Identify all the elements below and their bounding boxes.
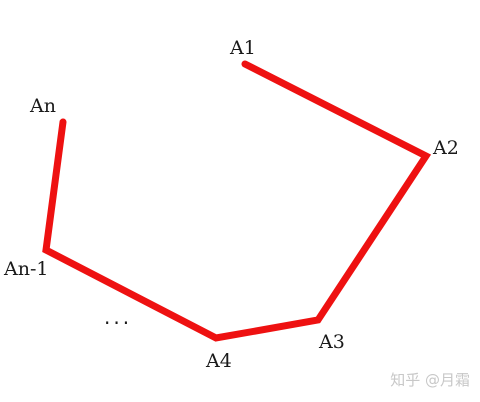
vertex-label-a3: A3 [318,331,345,353]
watermark: 知乎 @月霜 [390,371,470,389]
ellipsis-mark: ... [104,305,132,329]
vertex-label-a4: A4 [205,350,232,372]
vertex-label-a1: A1 [229,37,256,59]
vertex-label-an-minus-1: An-1 [3,258,48,280]
vertex-label-a2: A2 [432,137,459,159]
vertex-label-an: An [29,95,56,117]
polygon-outline [42,60,432,342]
